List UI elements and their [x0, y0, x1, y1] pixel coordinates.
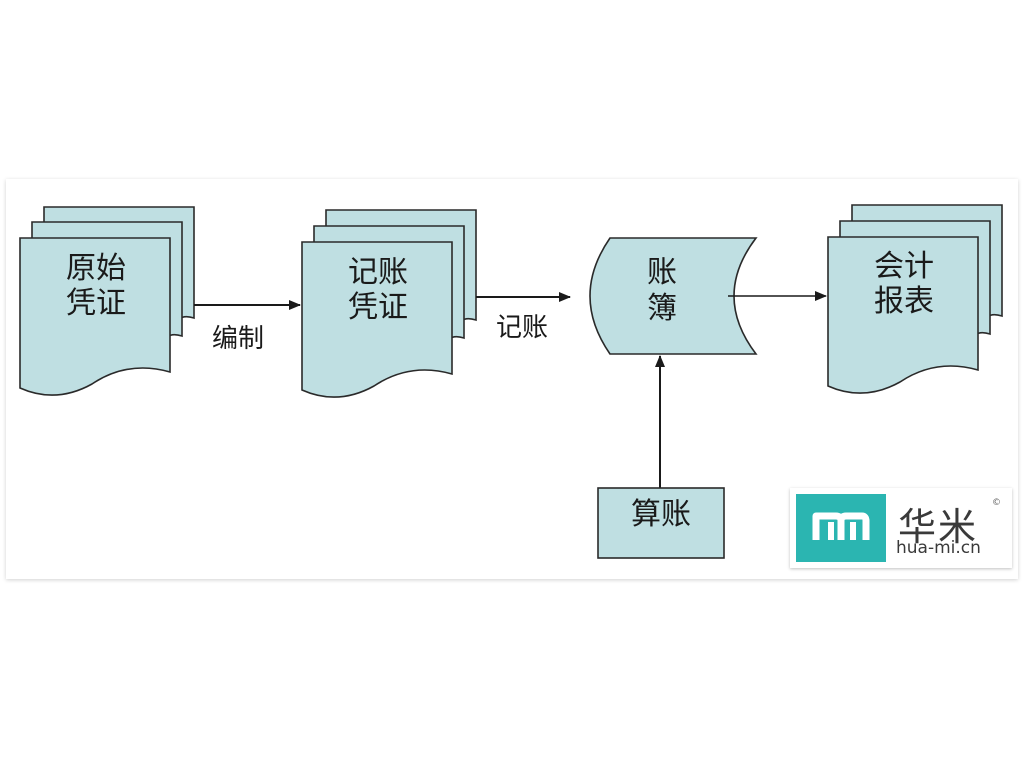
logo-domain: hua-mi.cn [896, 538, 981, 558]
original-voucher-line1: 原始 [66, 251, 126, 286]
edge-post: 记账 [476, 292, 571, 343]
calculate-label: 算账 [631, 497, 691, 532]
accounting-report-line1: 会计 [874, 249, 934, 284]
node-bookkeeping-voucher: 记账 凭证 [301, 209, 477, 398]
edge-compile: 编制 [194, 300, 301, 354]
node-ledger: 账 簿 [589, 237, 758, 355]
node-accounting-report: 会计 报表 [827, 204, 1003, 394]
edge-post-label: 记账 [496, 313, 548, 343]
ledger-line1: 账 [647, 255, 677, 290]
original-voucher-line2: 凭证 [66, 286, 126, 321]
logo-name-cn: 华米 [898, 505, 979, 549]
watermark-logo: 华米 © hua-mi.cn [790, 488, 1012, 568]
m-logo-icon [796, 494, 886, 562]
bookkeeping-voucher-line1: 记账 [348, 255, 408, 290]
node-original-voucher: 原始 凭证 [19, 206, 195, 396]
edge-compile-label: 编制 [212, 324, 264, 354]
accounting-report-line2: 报表 [874, 284, 934, 319]
ledger-line2: 簿 [647, 291, 677, 326]
bookkeeping-voucher-line2: 凭证 [348, 290, 408, 325]
node-calculate: 算账 [597, 487, 725, 559]
registered-mark: © [992, 498, 1001, 508]
